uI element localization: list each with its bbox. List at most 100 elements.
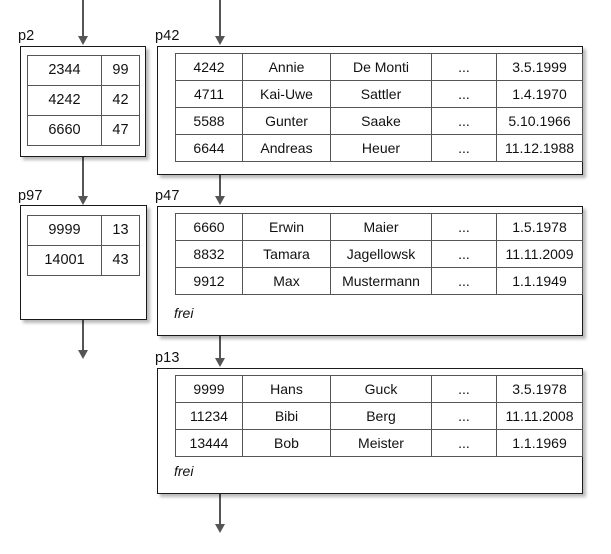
table-row: 13444 Bob Meister ... 1.1.1969 [175, 429, 583, 457]
record-last-cell: Mustermann [330, 267, 432, 295]
arrow-head [214, 196, 225, 205]
record-date-cell: 3.5.1999 [496, 53, 583, 81]
record-more-cell: ... [431, 402, 497, 430]
page-label-p13: p13 [155, 350, 180, 366]
free-space-label-p13: frei [174, 463, 194, 479]
record-id-cell: 13444 [175, 429, 243, 457]
record-last-cell: Sattler [330, 80, 432, 108]
arrow-head [77, 350, 88, 359]
table-row: 6660 Erwin Maier ... 1.5.1978 [175, 213, 583, 241]
record-date-cell: 1.5.1978 [496, 213, 583, 241]
index-key-cell: 2344 [27, 55, 102, 86]
arrow-shaft [219, 175, 221, 198]
record-more-cell: ... [431, 213, 497, 241]
arrow-head [214, 358, 225, 367]
table-row: 14001 43 [27, 245, 140, 276]
record-first-cell: Erwin [242, 213, 331, 241]
record-first-cell: Kai-Uwe [242, 80, 331, 108]
record-id-cell: 9999 [175, 375, 243, 403]
table-row: 9912 Max Mustermann ... 1.1.1949 [175, 267, 583, 295]
index-key-cell: 14001 [27, 245, 102, 276]
record-date-cell: 3.5.1978 [496, 375, 583, 403]
record-date-cell: 1.1.1949 [496, 267, 583, 295]
record-id-cell: 4711 [175, 80, 243, 108]
record-first-cell: Bibi [242, 402, 331, 430]
index-pointer-cell: 99 [101, 55, 140, 86]
index-key-cell: 6660 [27, 115, 102, 146]
record-id-cell: 5588 [175, 107, 243, 135]
arrow-shaft [82, 0, 84, 38]
record-first-cell: Tamara [242, 240, 331, 268]
record-last-cell: Berg [330, 402, 432, 430]
page-label-p2: p2 [18, 28, 35, 44]
index-pointer-cell: 47 [101, 115, 140, 146]
data-table-p13: 9999 Hans Guck ... 3.5.1978 11234 Bibi B… [175, 375, 583, 457]
arrow-shaft [219, 0, 221, 38]
record-date-cell: 11.11.2008 [496, 402, 583, 430]
arrow-shaft [219, 494, 221, 526]
page-label-p42: p42 [155, 28, 180, 44]
arrow-shaft [219, 336, 221, 360]
arrow-head [214, 36, 225, 45]
data-table-p42: 4242 Annie De Monti ... 3.5.1999 4711 Ka… [175, 53, 583, 162]
table-row: 8832 Tamara Jagellowsk ... 11.11.2009 [175, 240, 583, 268]
table-row: 4242 Annie De Monti ... 3.5.1999 [175, 53, 583, 81]
record-id-cell: 6660 [175, 213, 243, 241]
record-last-cell: Saake [330, 107, 432, 135]
record-date-cell: 11.12.1988 [496, 134, 583, 162]
table-row: 9999 Hans Guck ... 3.5.1978 [175, 375, 583, 403]
arrow-shaft [82, 157, 84, 198]
data-table-p47: 6660 Erwin Maier ... 1.5.1978 8832 Tamar… [175, 213, 583, 295]
record-first-cell: Hans [242, 375, 331, 403]
table-row: 2344 99 [27, 55, 140, 86]
record-more-cell: ... [431, 267, 497, 295]
arrow-head [77, 36, 88, 45]
page-label-p47: p47 [155, 188, 180, 204]
record-more-cell: ... [431, 53, 497, 81]
free-space-label-p47: frei [174, 305, 194, 321]
table-row: 6660 47 [27, 115, 140, 146]
record-date-cell: 5.10.1966 [496, 107, 583, 135]
page-label-p97: p97 [18, 188, 43, 204]
index-key-cell: 4242 [27, 85, 102, 116]
table-row: 5588 Gunter Saake ... 5.10.1966 [175, 107, 583, 135]
record-first-cell: Andreas [242, 134, 331, 162]
record-more-cell: ... [431, 375, 497, 403]
record-first-cell: Annie [242, 53, 331, 81]
record-first-cell: Bob [242, 429, 331, 457]
record-date-cell: 1.1.1969 [496, 429, 583, 457]
index-table-p97: 9999 13 14001 43 [27, 215, 140, 276]
record-more-cell: ... [431, 80, 497, 108]
record-more-cell: ... [431, 107, 497, 135]
record-date-cell: 1.4.1970 [496, 80, 583, 108]
index-pointer-cell: 42 [101, 85, 140, 116]
record-first-cell: Gunter [242, 107, 331, 135]
record-id-cell: 6644 [175, 134, 243, 162]
table-row: 4242 42 [27, 85, 140, 116]
index-pointer-cell: 43 [101, 245, 140, 276]
table-row: 9999 13 [27, 215, 140, 246]
table-row: 6644 Andreas Heuer ... 11.12.1988 [175, 134, 583, 162]
record-more-cell: ... [431, 429, 497, 457]
record-more-cell: ... [431, 134, 497, 162]
table-row: 4711 Kai-Uwe Sattler ... 1.4.1970 [175, 80, 583, 108]
arrow-head [214, 524, 225, 533]
record-last-cell: Guck [330, 375, 432, 403]
index-key-cell: 9999 [27, 215, 102, 246]
record-last-cell: De Monti [330, 53, 432, 81]
table-row: 11234 Bibi Berg ... 11.11.2008 [175, 402, 583, 430]
arrow-head [77, 196, 88, 205]
record-id-cell: 9912 [175, 267, 243, 295]
record-id-cell: 4242 [175, 53, 243, 81]
record-last-cell: Meister [330, 429, 432, 457]
record-last-cell: Jagellowsk [330, 240, 432, 268]
record-date-cell: 11.11.2009 [496, 240, 583, 268]
index-pointer-cell: 13 [101, 215, 140, 246]
record-last-cell: Heuer [330, 134, 432, 162]
index-table-p2: 2344 99 4242 42 6660 47 [27, 55, 140, 146]
record-id-cell: 8832 [175, 240, 243, 268]
record-id-cell: 11234 [175, 402, 243, 430]
record-more-cell: ... [431, 240, 497, 268]
record-first-cell: Max [242, 267, 331, 295]
